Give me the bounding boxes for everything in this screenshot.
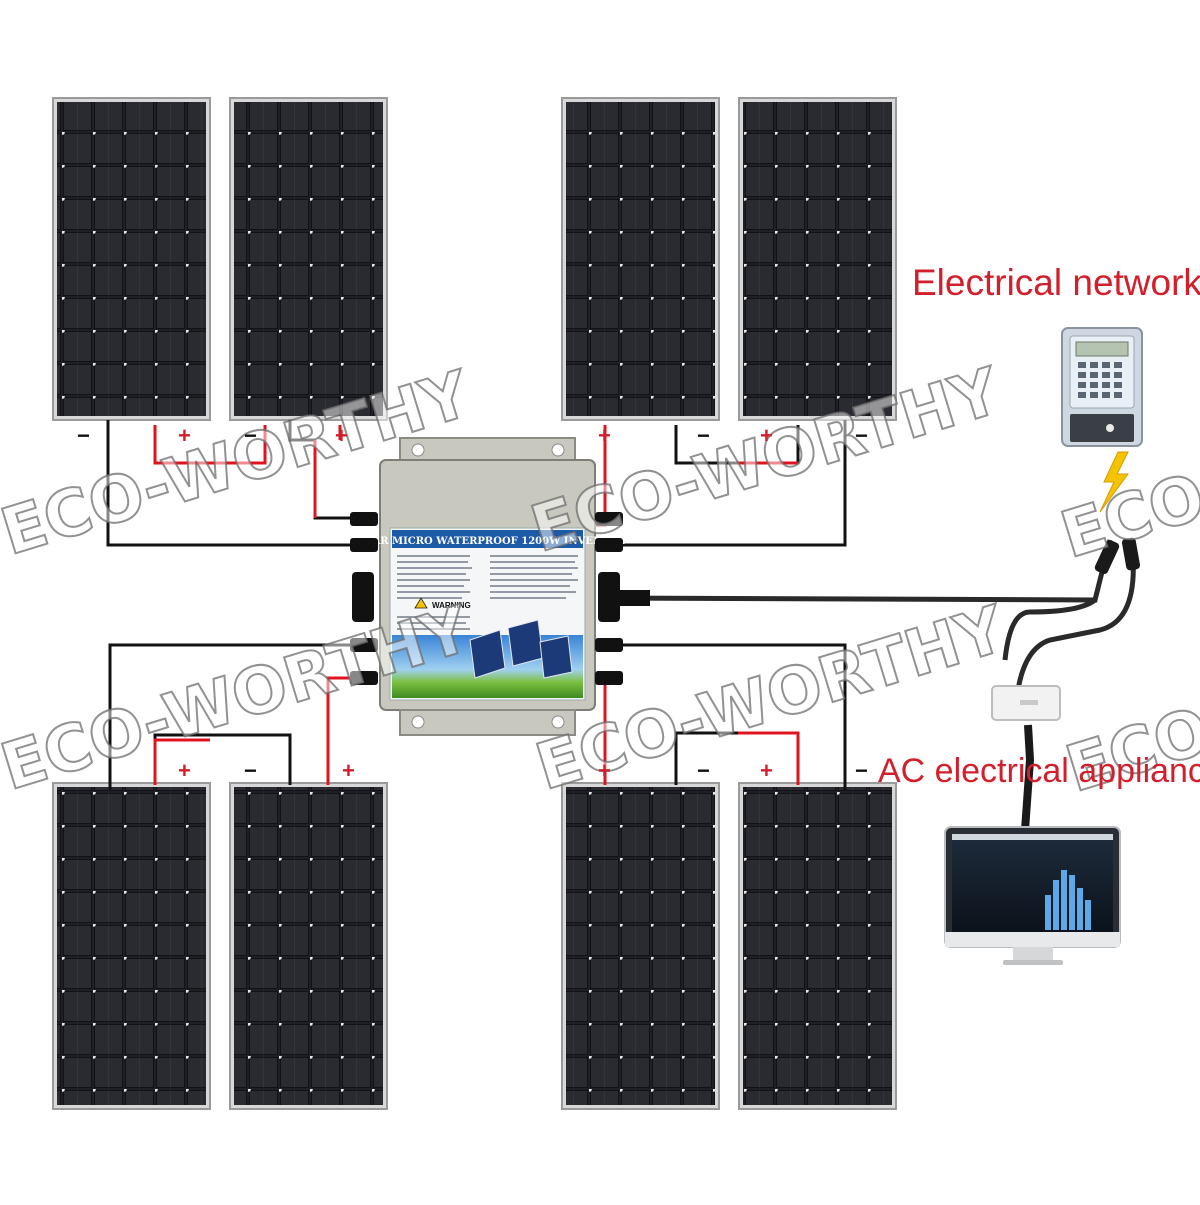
solar-panel-top-1 [52, 97, 211, 421]
inverter-spec-lines [397, 555, 578, 630]
inverter-connectors [350, 512, 623, 685]
positive-sign: + [335, 423, 348, 448]
warning-icon [414, 597, 428, 609]
wiring-top-left [106, 420, 365, 547]
electrical-network-label: Electrical network [912, 262, 1200, 303]
solar-panel-top-4 [738, 97, 897, 421]
positive-sign: + [760, 423, 773, 448]
positive-sign: + [598, 423, 611, 448]
solar-panel-bottom-4 [738, 782, 897, 1110]
computer-monitor-icon [944, 826, 1121, 965]
positive-sign: + [178, 423, 191, 448]
negative-sign: − [244, 423, 257, 448]
ethernet-cable [1021, 724, 1035, 831]
negative-sign: − [697, 758, 710, 783]
solar-panel-bottom-3 [561, 782, 720, 1110]
solar-panel-bottom-1 [52, 782, 211, 1110]
watermark-text-partial: ECO [1053, 460, 1200, 573]
positive-sign: + [342, 758, 355, 783]
micro-inverter: SOLAR MICRO WATERPROOF 1200W INVERTER WA… [350, 437, 626, 736]
negative-sign: − [697, 423, 710, 448]
positive-sign: + [178, 758, 191, 783]
negative-sign: − [77, 423, 90, 448]
solar-panel-top-2 [229, 97, 388, 421]
positive-sign: + [760, 758, 773, 783]
ac-appliances-label: AC electrical appliances [878, 752, 1200, 790]
inverter-title: SOLAR MICRO WATERPROOF 1200W INVERTER [350, 536, 626, 547]
monitoring-gateway-icon [991, 685, 1061, 721]
inverter-warning: WARNING [432, 601, 471, 610]
negative-sign: − [855, 758, 868, 783]
negative-sign: − [244, 758, 257, 783]
solar-panel-top-3 [561, 97, 720, 421]
mini-solar-array-icon [469, 619, 573, 679]
plug-icon [1094, 537, 1141, 575]
negative-sign: − [855, 423, 868, 448]
solar-panel-bottom-2 [229, 782, 388, 1110]
electric-meter-icon [1061, 327, 1143, 447]
lightning-bolt-icon [1099, 451, 1129, 513]
positive-sign: + [598, 758, 611, 783]
